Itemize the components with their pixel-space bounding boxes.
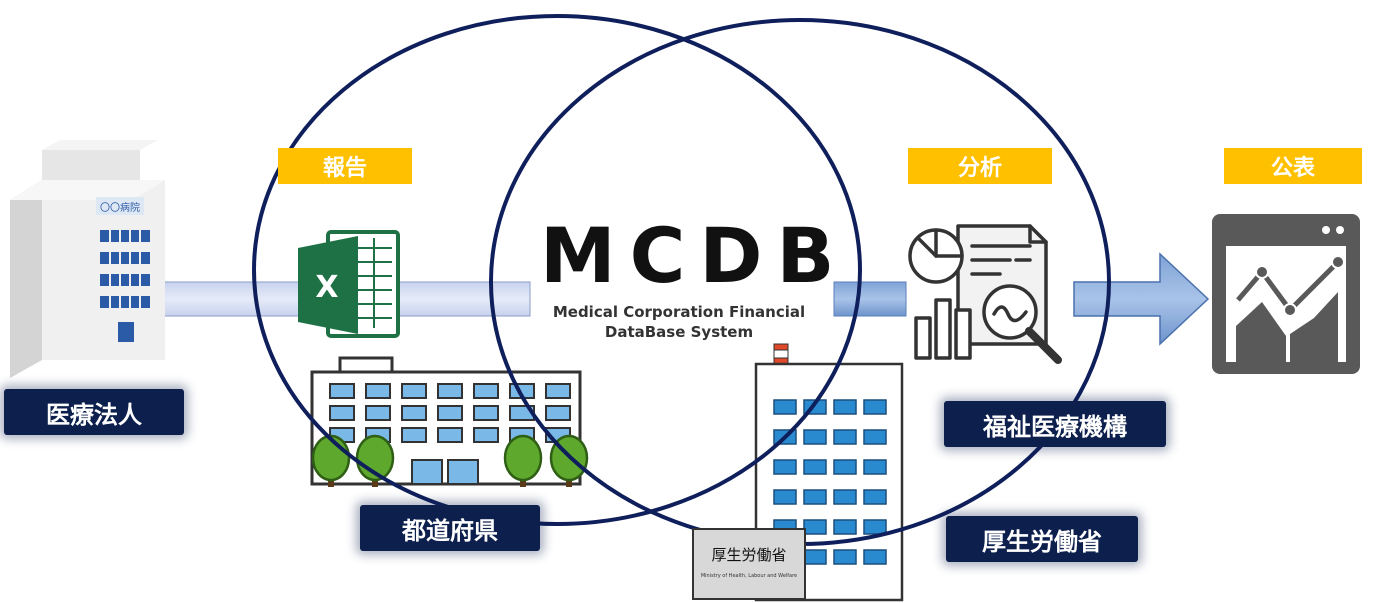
- hospital-building-icon: [10, 140, 165, 378]
- mcdb-title: MCDB: [540, 211, 849, 300]
- mcdb-subtitle-line2: DataBase System: [604, 323, 754, 341]
- excel-letter: X: [315, 270, 338, 305]
- mhlw-signboard: 厚生労働省 Ministry of Health, Labour and Wel…: [692, 528, 806, 600]
- hospital-sign: 〇〇病院: [100, 203, 140, 214]
- label-hospital-corporation: 医療法人: [4, 389, 184, 435]
- venn-circle-left: [252, 14, 862, 526]
- label-wam: 福祉医療機構: [944, 401, 1166, 447]
- step-tag-analysis: 分析: [908, 148, 1052, 184]
- flow-band-middle: [833, 281, 907, 317]
- signboard-subtitle: Ministry of Health, Labour and Welfare: [700, 573, 798, 579]
- signboard-title: 厚生労働省: [711, 546, 787, 564]
- label-mhlw: 厚生労働省: [946, 516, 1138, 562]
- step-tag-report: 報告: [278, 148, 412, 184]
- tree-icon: [311, 434, 589, 487]
- analysis-report-icon: [908, 224, 1062, 364]
- dashboard-chart-icon: [1212, 214, 1360, 374]
- label-prefecture: 都道府県: [360, 505, 540, 551]
- excel-icon: X: [298, 230, 400, 338]
- prefecture-building-icon: [310, 356, 589, 487]
- flow-arrow-right: [1073, 252, 1210, 346]
- mcdb-subtitle-line1: Medical Corporation Financial: [552, 303, 806, 321]
- step-tag-publish: 公表: [1224, 148, 1362, 184]
